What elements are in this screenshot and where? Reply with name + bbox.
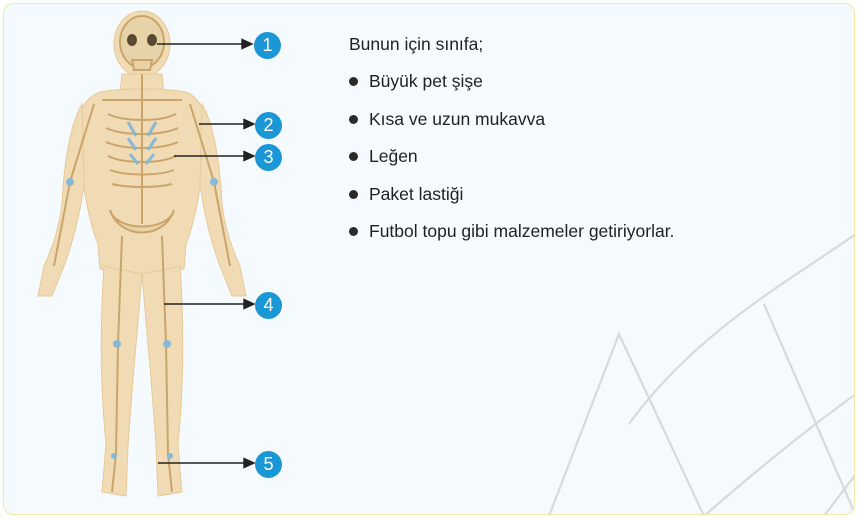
bullet-icon [349, 190, 358, 199]
list-item-label: Büyük pet şişe [369, 71, 483, 92]
skeleton-figure [4, 4, 334, 515]
content-panel: 1 2 3 4 5 Bunun için sınıfa; Büyük pet ş… [3, 3, 855, 515]
callout-3: 3 [255, 144, 282, 171]
intro-text: Bunun için sınıfa; [349, 34, 483, 55]
list-item: Büyük pet şişe [349, 71, 674, 109]
materials-list: Büyük pet şişe Kısa ve uzun mukavva Leğe… [349, 71, 674, 259]
callout-4: 4 [255, 292, 282, 319]
list-item: Leğen [349, 146, 674, 184]
list-item: Futbol topu gibi malzemeler getiriyorlar… [349, 221, 674, 259]
callout-1: 1 [254, 32, 281, 59]
bullet-icon [349, 115, 358, 124]
list-item-label: Futbol topu gibi malzemeler getiriyorlar… [369, 221, 674, 242]
list-item-label: Kısa ve uzun mukavva [369, 109, 545, 130]
callout-2: 2 [255, 112, 282, 139]
bullet-icon [349, 152, 358, 161]
bullet-icon [349, 227, 358, 236]
list-item-label: Leğen [369, 146, 418, 167]
list-item-label: Paket lastiği [369, 184, 463, 205]
callout-5: 5 [255, 451, 282, 478]
bullet-icon [349, 77, 358, 86]
list-item: Kısa ve uzun mukavva [349, 109, 674, 147]
list-item: Paket lastiği [349, 184, 674, 222]
